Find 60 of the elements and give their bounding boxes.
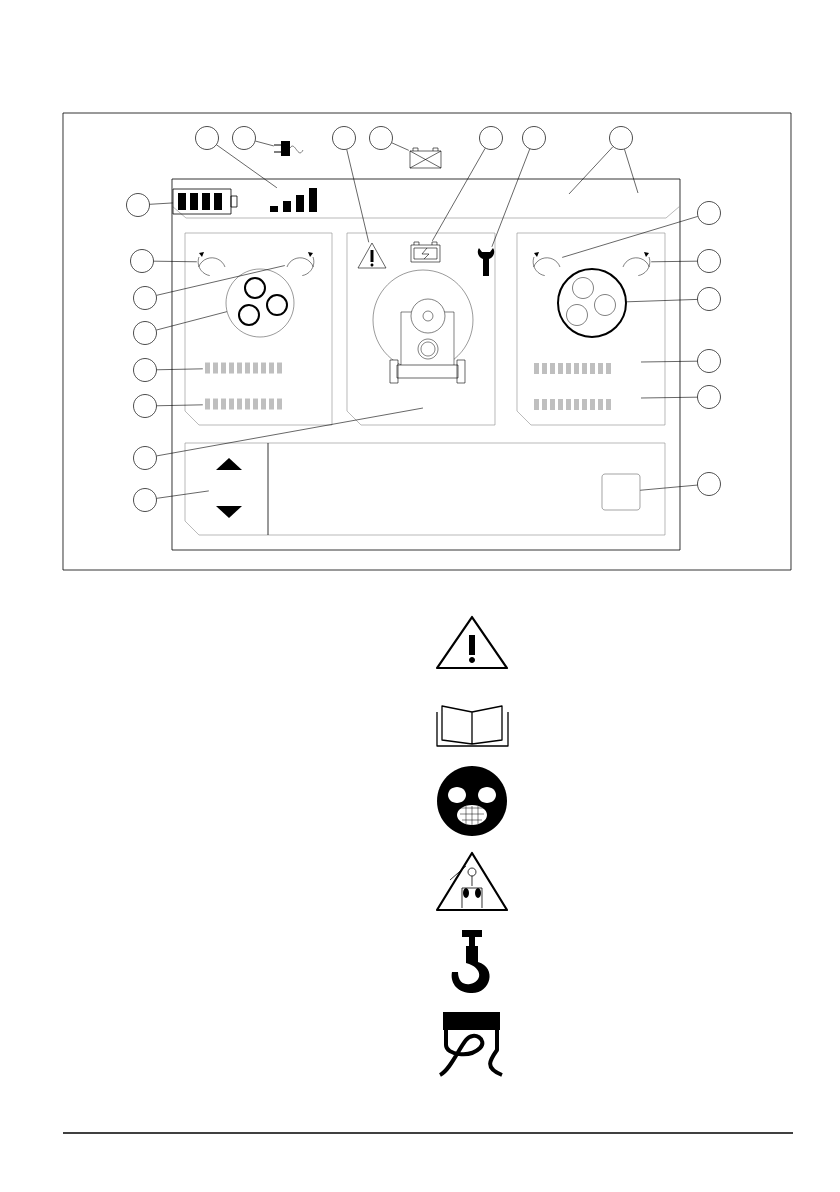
leader-line bbox=[640, 396, 698, 399]
callout-circle bbox=[130, 249, 154, 273]
leader-line bbox=[491, 148, 530, 248]
level-bar bbox=[205, 398, 282, 410]
plug-icon bbox=[273, 141, 304, 156]
leader-line bbox=[153, 260, 198, 263]
callout-circle bbox=[609, 126, 633, 150]
signal-icon bbox=[270, 188, 317, 212]
leader-line bbox=[149, 202, 174, 205]
leader-line bbox=[346, 149, 370, 243]
leader-line bbox=[391, 142, 410, 151]
leader-line bbox=[156, 490, 210, 499]
leader-line bbox=[568, 146, 614, 195]
leader-line bbox=[639, 484, 698, 491]
callout-circle bbox=[133, 286, 157, 310]
warning-icon bbox=[357, 242, 387, 269]
callout-circle bbox=[133, 321, 157, 345]
level-bar bbox=[205, 362, 282, 374]
rotate-left-icon bbox=[532, 252, 561, 276]
wrench-icon bbox=[477, 248, 495, 276]
callout-circle bbox=[369, 126, 393, 150]
callout-circle bbox=[697, 349, 721, 373]
callout-circle bbox=[697, 201, 721, 225]
callout-circle bbox=[133, 394, 157, 418]
leader-line bbox=[156, 265, 286, 296]
battery-fault-icon bbox=[409, 147, 442, 169]
rotor-icon bbox=[557, 268, 627, 338]
callout-circle bbox=[697, 249, 721, 273]
leader-line bbox=[640, 360, 698, 363]
leader-line bbox=[561, 216, 698, 258]
callout-circle bbox=[332, 126, 356, 150]
leader-line bbox=[255, 140, 275, 147]
up-down-arrows-icon bbox=[216, 458, 242, 518]
callout-circle bbox=[133, 488, 157, 512]
callout-circle bbox=[232, 126, 256, 150]
leader-line bbox=[156, 311, 228, 331]
leader-line bbox=[432, 148, 486, 242]
leader-line bbox=[156, 368, 204, 371]
battery-charge-icon bbox=[410, 241, 441, 263]
leader-line bbox=[156, 407, 424, 457]
callout-circle bbox=[697, 385, 721, 409]
callout-circle bbox=[697, 472, 721, 496]
leader-line bbox=[650, 260, 698, 263]
leader-line bbox=[156, 404, 204, 407]
callout-circle bbox=[479, 126, 503, 150]
leader-line bbox=[625, 299, 698, 303]
callout-circle bbox=[133, 446, 157, 470]
rotate-right-icon bbox=[286, 252, 315, 276]
rotate-left-icon bbox=[197, 252, 226, 276]
callout-circle bbox=[697, 287, 721, 311]
rotate-right-icon bbox=[622, 252, 651, 276]
battery-icon bbox=[172, 188, 238, 215]
rotor-icon bbox=[225, 268, 295, 338]
leader-line bbox=[216, 144, 278, 189]
callout-circle bbox=[522, 126, 546, 150]
callout-circle bbox=[133, 358, 157, 382]
leader-line bbox=[624, 149, 639, 194]
square-button bbox=[601, 473, 641, 511]
callout-circle bbox=[126, 193, 150, 217]
callout-circle bbox=[195, 126, 219, 150]
